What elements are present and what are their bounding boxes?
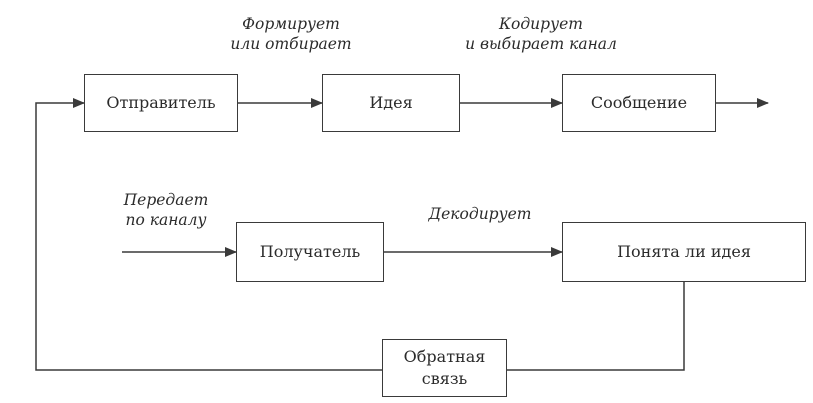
transmits-label-line1: Передает bbox=[123, 191, 209, 209]
sender-label: Отправитель bbox=[106, 93, 216, 113]
feedback-label-line1: Обратная bbox=[403, 347, 486, 367]
message-label: Сообщение bbox=[590, 93, 688, 113]
receiver-label: Получатель bbox=[259, 242, 361, 262]
transmits-label: Передает по каналу bbox=[106, 190, 226, 230]
encodes-label-line1: Кодирует bbox=[499, 15, 583, 33]
encodes-label-line2: и выбирает канал bbox=[465, 35, 617, 54]
decodes-label-line1: Декодирует bbox=[428, 205, 532, 223]
feedback-box: Обратная связь bbox=[382, 339, 507, 397]
encodes-label: Кодирует и выбирает канал bbox=[420, 14, 662, 54]
forms-label-line2: или отбирает bbox=[230, 35, 352, 54]
receiver-box: Получатель bbox=[236, 222, 384, 282]
understood-box: Понята ли идея bbox=[562, 222, 806, 282]
forms-label-line1: Формирует bbox=[242, 15, 340, 33]
idea-label: Идея bbox=[369, 93, 413, 113]
message-box: Сообщение bbox=[562, 74, 716, 132]
feedback-label-line2: связь bbox=[421, 369, 468, 388]
arrow-feedback-to-sender bbox=[35, 98, 382, 371]
forms-label: Формирует или отбирает bbox=[212, 14, 370, 54]
decodes-label: Декодирует bbox=[410, 204, 550, 224]
line-understood-to-feedback bbox=[507, 282, 685, 371]
sender-box: Отправитель bbox=[84, 74, 238, 132]
idea-box: Идея bbox=[322, 74, 460, 132]
transmits-label-line2: по каналу bbox=[125, 211, 207, 230]
understood-label: Понята ли идея bbox=[617, 242, 751, 262]
